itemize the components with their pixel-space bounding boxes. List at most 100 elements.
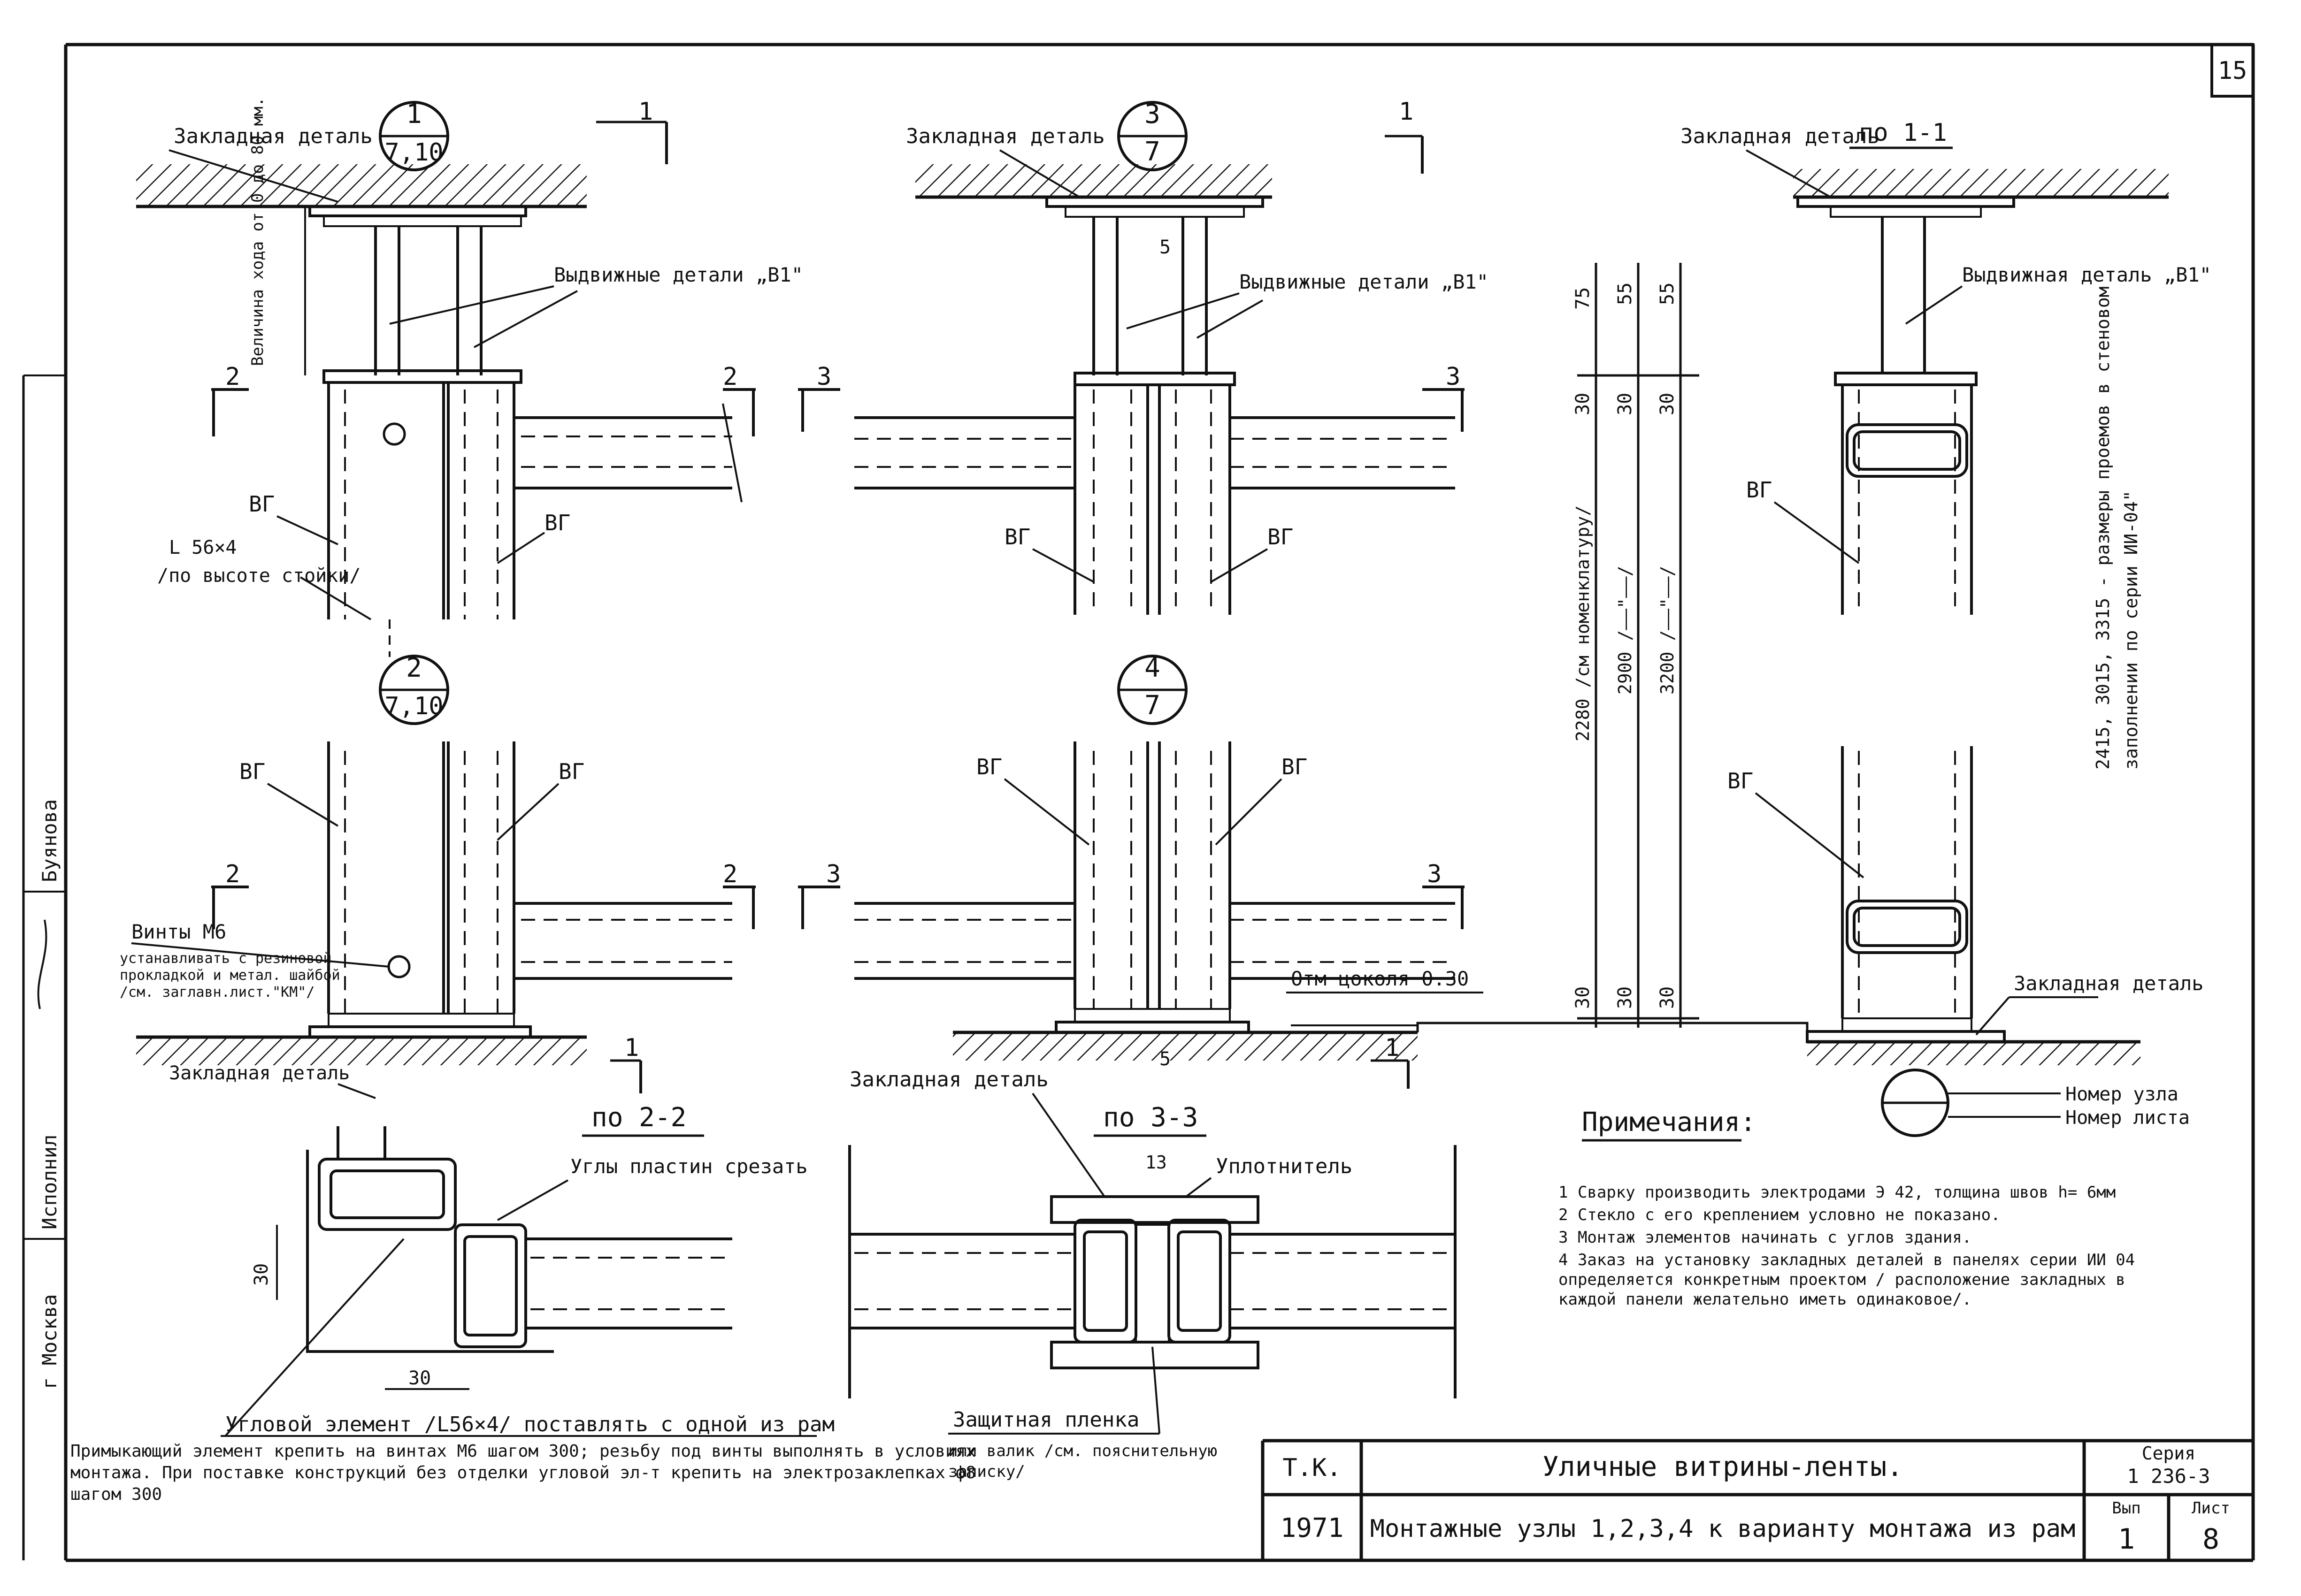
cut-1-bottom-mid: 1 [1371,1034,1410,1089]
s11-dim-30f: 30 [1657,986,1678,1009]
node-2-number: 2 [406,653,422,683]
s11-sliding-label: Выдвижная деталь „В1" [1962,263,2211,286]
cut-3-label-a: 3 [817,363,831,391]
cut-2-2-top: 2 2 [211,363,756,436]
notes: Примечания: 1 Сварку производить электро… [1558,1107,2145,1309]
s11-dim-30d: 30 [1572,986,1594,1009]
plinth-label: Отм цоколя 0.30 [1291,967,1469,990]
section-3-3-title: по 3-3 [1103,1102,1198,1133]
cut-1-bottom-left: 1 [610,1034,642,1093]
cut-2-label-d: 2 [723,860,737,888]
n4-dim-5: 5 [1159,1048,1171,1070]
note-item-4: 4 Заказ на установку закладных деталей в… [1558,1251,2135,1309]
node-3-number: 3 [1144,99,1160,130]
stamp-executor-label: Исполнил [38,1135,61,1229]
s11-dim-30e: 30 [1614,986,1636,1009]
n3-vg-left: ВГ [1005,524,1030,550]
notes-list: 1 Сварку производить электродами Э 42, т… [1558,1183,2145,1309]
sec33-embedded-label: Закладная деталь [850,1068,1049,1092]
tb-issue: 1 [2118,1523,2135,1556]
cut-1-label-c: 1 [1399,98,1413,126]
legend-sheet: Номер листа [2065,1107,2190,1129]
n4-vg-left: ВГ [976,754,1002,779]
s11-embedded-bottom: Закладная деталь [2014,972,2204,995]
cut-3-label-c: 3 [826,860,841,888]
section-2-2-title: по 2-2 [591,1102,686,1133]
tb-series: 1 236-3 [2127,1465,2210,1488]
cut-1-label-a: 1 [638,98,653,126]
n2-vg-left: ВГ [239,759,265,784]
note-item-1: 1 Сварку производить электродами Э 42, т… [1558,1183,2116,1202]
note-item-3: 3 Монтаж элементов начинать с углов здан… [1558,1228,1972,1247]
s11-dim-75: 75 [1572,287,1594,310]
node-3-drawing: 3 7 Закладная деталь 5 Выдвижные детали … [798,98,1488,615]
cut-3-3-bottom: 3 3 [798,860,1465,929]
n1-embedded-label: Закладная деталь [174,124,373,148]
n4-vg-right: ВГ [1281,754,1307,779]
s11-dim-55b: 55 [1657,283,1678,305]
section-1-1: по 1-1 Закладная деталь [1572,119,2211,1065]
n1-vg-left: ВГ [249,491,275,517]
sec22-dim-30b: 30 [408,1367,431,1389]
s11-sizes-note: 2415, 3015, 3315 - размеры проемов в сте… [2093,286,2141,770]
node-2-drawing: 2 7,10 ВГ ВГ 2 2 Винты М6 устанавливать … [120,619,756,1099]
stamp-executor: Буянова [38,799,61,882]
n1-angle-label: L 56×4 [169,537,237,558]
page-number: 15 [2218,57,2247,85]
n2-vg-right: ВГ [559,759,584,784]
cut-1-top-mid: 1 [1385,98,1424,174]
tb-title: Уличные витрины-ленты. [1542,1451,1903,1482]
signature-mark [37,919,47,1009]
legend: Номер узла Номер листа [1881,1069,2190,1137]
cut-3-label-d: 3 [1427,860,1442,888]
or-roller-label: или валик /см. пояснительную записку/ [948,1442,1218,1481]
title-block: Т.К. 1971 Уличные витрины-ленты. Монтажн… [1261,1439,2253,1560]
cut-2-label-a: 2 [225,363,240,391]
stamp-city: г Москва [38,1294,61,1389]
section-3-3: Закладная деталь по 3-3 Уплотнитель 13 З… [848,1068,1457,1481]
page-number-box: 15 [2210,43,2255,98]
s11-h2900: 2900 /——"——/ [1615,565,1635,695]
section-2-2: по 2-2 Углы пластин срезать 30 30 Углово… [70,1102,976,1504]
sealant-label: Уплотнитель [1216,1154,1352,1178]
n2-screws-label: Винты М6 [131,920,226,943]
adjoining-note: Примыкающий элемент крепить на винтах М6… [70,1442,976,1504]
cut-3-3-top: 3 3 [798,363,1465,432]
tb-issue-label: Вып [2112,1499,2140,1518]
s11-h2280: 2280 /см номенклатуру/ [1572,505,1593,741]
s11-vg-top: ВГ [1746,477,1772,503]
n1-stroke-value: Величина хода от 0 до 80 мм. [248,97,267,366]
s11-dim-30c: 30 [1657,393,1678,415]
sec33-dim-13: 13 [1145,1152,1167,1173]
tb-sheet: 8 [2202,1523,2219,1556]
sec22-dim-30: 30 [251,1263,272,1286]
cut-1-label-b: 1 [624,1034,639,1062]
s11-dim-30a: 30 [1572,393,1594,415]
node-4-sheet: 7 [1144,690,1160,721]
s11-dim-55a: 55 [1614,283,1636,305]
note-item-2: 2 Стекло с его креплением условно не пок… [1558,1206,2001,1224]
side-stamp: г Москва Исполнил Буянова [22,374,66,1560]
legend-node: Номер узла [2065,1084,2178,1105]
sheet-frame [64,43,2255,1562]
cut-2-label-c: 2 [225,860,240,888]
cut-2-label-b: 2 [723,363,737,391]
protective-film-label: Защитная пленка [953,1408,1139,1432]
node-3-sheet: 7 [1144,137,1160,167]
node-1-drawing: 1 7,10 Закладная деталь Величина хода от… [136,97,803,620]
tb-series-label: Серия [2142,1443,2195,1464]
cut-3-label-b: 3 [1446,363,1460,391]
n2-embedded-label: Закладная деталь [169,1062,350,1084]
s11-dim-30b: 30 [1614,393,1636,415]
n1-vg-right: ВГ [545,510,570,535]
n1-sliding-label: Выдвижные детали „В1" [554,263,803,286]
s11-h3200: 3200 /——"——/ [1657,565,1678,695]
cut-1-top-left: 1 [596,98,668,164]
n3-dim-5: 5 [1159,237,1171,258]
n3-vg-right: ВГ [1267,524,1293,550]
tb-subtitle: Монтажные узлы 1,2,3,4 к варианту монтаж… [1370,1515,2076,1543]
n1-angle-note: /по высоте стойки/ [157,565,360,587]
notes-title: Примечания: [1582,1107,1756,1138]
node-4-drawing: 4 7 ВГ ВГ 3 3 Отм цоколя 0.30 5 1 [798,653,1809,1089]
